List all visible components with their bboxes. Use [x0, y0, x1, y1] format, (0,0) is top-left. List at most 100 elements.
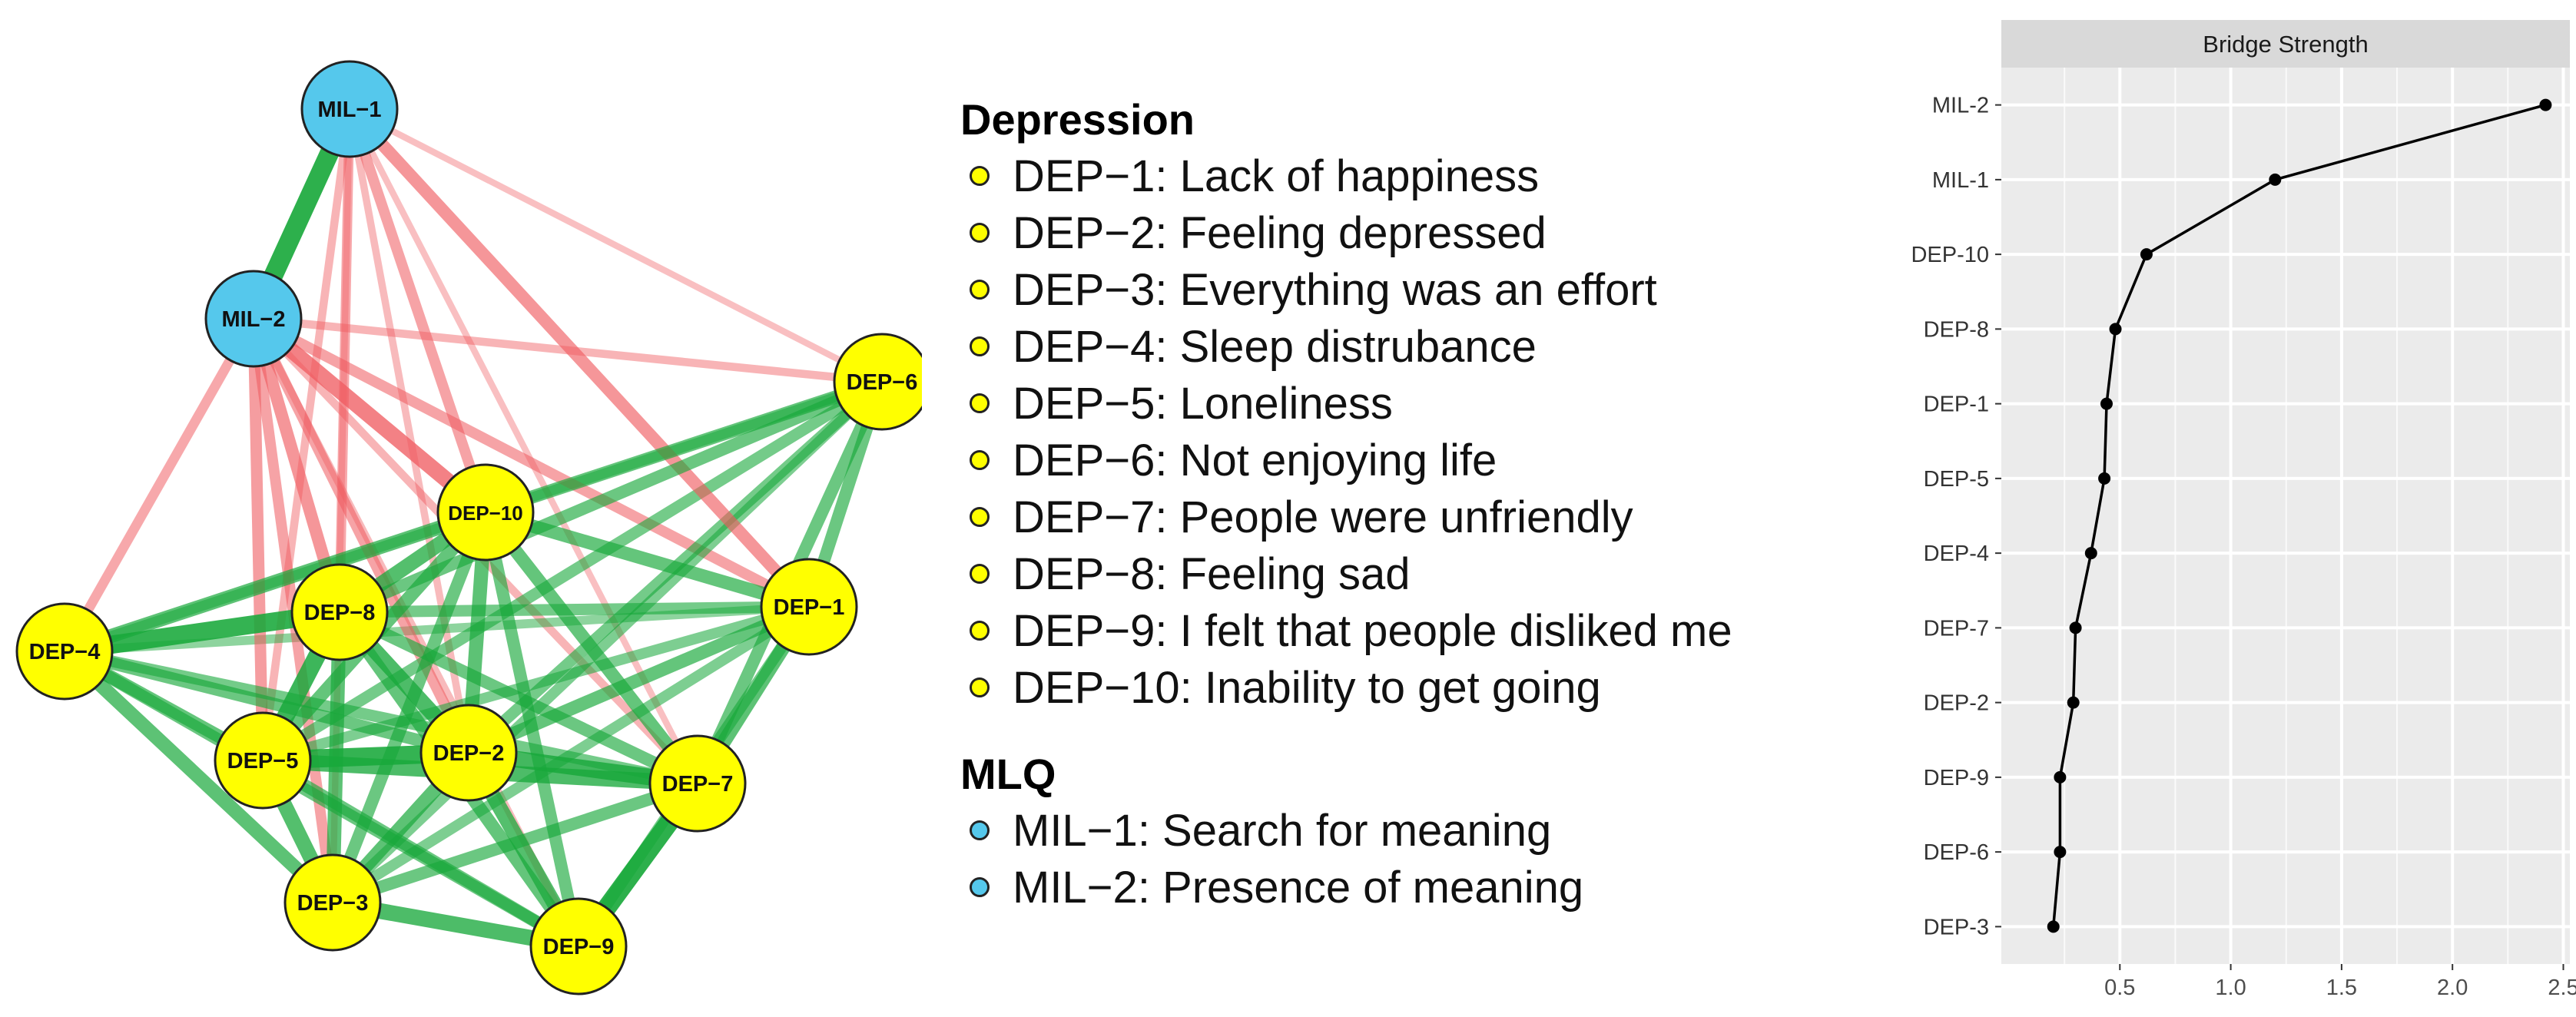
x-tick-label: 1.0: [2215, 976, 2246, 1000]
node-dep-1: DEP−1: [760, 558, 858, 656]
node-circle: [833, 333, 922, 431]
node-dep-2: DEP−2: [419, 704, 518, 802]
node-dep-9: DEP−9: [529, 897, 628, 995]
data-point-dep-7: [2069, 621, 2082, 634]
node-circle: [283, 853, 382, 952]
depression-legend-item: DEP−1: Lack of happiness: [960, 147, 1805, 204]
node-label: MIL−1: [318, 98, 382, 122]
node-dep-3: DEP−3: [283, 853, 382, 952]
node-circle: [290, 563, 389, 661]
legend-label: DEP−1: Lack of happiness: [1013, 151, 1540, 201]
node-label: DEP−10: [448, 502, 523, 525]
y-tick-label: MIL-1: [1932, 168, 1989, 193]
edge-dep-8-dep-1: [333, 601, 815, 618]
legend-label: DEP−8: Feeling sad: [1013, 548, 1411, 599]
axes: MIL-2MIL-1DEP-10DEP-8DEP-1DEP-5DEP-4DEP-…: [1911, 94, 2576, 1000]
data-point-dep-10: [2140, 248, 2153, 261]
depression-legend-item: DEP−3: Everything was an effort: [960, 261, 1805, 318]
node-label: DEP−4: [29, 640, 101, 664]
strip-header: [2001, 20, 2570, 68]
edge-mil-2-dep-1: [248, 313, 814, 612]
node-label: DEP−8: [304, 601, 376, 625]
edge-mil-1-dep-6: [346, 105, 886, 386]
y-tick-label: DEP-10: [1911, 243, 1989, 267]
legend-marker: [970, 166, 990, 186]
data-point-dep-3: [2047, 920, 2060, 933]
network-graph-canvas: MIL−1MIL−2DEP−6DEP−10DEP−1DEP−8DEP−4DEP−…: [15, 60, 922, 995]
legend-label: DEP−7: People were unfriendly: [1013, 492, 1633, 542]
node-circle: [15, 602, 114, 701]
data-point-mil-1: [2269, 173, 2282, 186]
edge-dep-3-dep-4: [57, 644, 340, 910]
y-tick-label: DEP-3: [1924, 915, 1989, 939]
legend-marker: [970, 393, 990, 413]
x-tick-label: 0.5: [2104, 976, 2135, 1000]
depression-legend-item: DEP−9: I felt that people disliked me: [960, 602, 1805, 659]
edge-mil-1-dep-10: [344, 104, 491, 518]
node-label: DEP−3: [297, 891, 369, 916]
node-circle: [204, 270, 303, 368]
legend-label: DEP−2: Feeling depressed: [1013, 207, 1547, 258]
legend-marker: [970, 820, 990, 840]
legend-marker: [970, 223, 990, 243]
edge-mil-1-dep-7: [346, 105, 701, 787]
node-circle: [300, 60, 399, 158]
mlq-legend-item: MIL−2: Presence of meaning: [960, 859, 1805, 916]
edge-dep-10-dep-1: [479, 505, 816, 614]
depression-legend-item: DEP−4: Sleep distrubance: [960, 318, 1805, 375]
legend-label: MIL−2: Presence of meaning: [1013, 862, 1584, 913]
node-dep-6: DEP−6: [833, 333, 922, 431]
y-tick-label: DEP-9: [1924, 766, 1989, 790]
data-point-mil-2: [2539, 98, 2552, 111]
legend-label: DEP−5: Loneliness: [1013, 378, 1393, 429]
edge-dep-5-dep-1: [257, 601, 814, 766]
grid-lines: [2001, 68, 2570, 964]
node-dep-10: DEP−10: [436, 463, 535, 562]
data-point-dep-8: [2109, 323, 2122, 336]
y-tick-label: DEP-8: [1924, 317, 1989, 342]
y-tick-label: DEP-1: [1924, 393, 1989, 417]
edge-dep-5-dep-6: [257, 376, 888, 767]
node-circle: [760, 558, 858, 656]
node-label: DEP−1: [774, 595, 845, 620]
legend-title-depression: Depression: [960, 95, 1195, 144]
data-point-dep-4: [2084, 547, 2097, 560]
node-label: DEP−7: [662, 772, 734, 797]
edge-dep-8-dep-7: [333, 605, 705, 790]
y-tick-label: DEP-4: [1924, 542, 1989, 566]
node-label: DEP−2: [433, 741, 505, 766]
depression-legend-item: DEP−7: People were unfriendly: [960, 489, 1805, 545]
node-dep-8: DEP−8: [290, 563, 389, 661]
node-circle: [529, 897, 628, 995]
edge-mil-2-dep-4: [59, 313, 259, 657]
node-mil-1: MIL−1: [300, 60, 399, 158]
edge-dep-7-dep-10: [479, 505, 705, 790]
data-point-dep-2: [2067, 696, 2080, 709]
legend-marker: [970, 450, 990, 470]
data-point-dep-9: [2054, 770, 2067, 783]
legend-label: MIL−1: Search for meaning: [1013, 805, 1552, 856]
y-tick-label: MIL-2: [1932, 94, 1989, 118]
bridge-strength-canvas: Bridge Strength MIL-2MIL-1DEP-10DEP-8DEP…: [1911, 20, 2576, 1000]
series-line: [2047, 98, 2552, 933]
edge-dep-2-dep-1: [462, 600, 816, 760]
legend-marker: [970, 336, 990, 356]
legend-marker: [970, 564, 990, 584]
data-point-dep-6: [2054, 846, 2067, 859]
legend-marker: [970, 507, 990, 527]
legend-marker: [970, 621, 990, 641]
node-label: DEP−5: [227, 749, 299, 774]
node-dep-7: DEP−7: [648, 734, 747, 833]
legend-marker: [970, 280, 990, 300]
y-tick-label: DEP-6: [1924, 840, 1989, 865]
node-dep-5: DEP−5: [214, 711, 312, 810]
edge-dep-10-dep-6: [479, 375, 889, 519]
legend-label: DEP−6: Not enjoying life: [1013, 435, 1497, 485]
x-tick-label: 2.5: [2548, 976, 2576, 1000]
node-label: DEP−6: [847, 370, 918, 395]
legend-label: DEP−4: Sleep distrubance: [1013, 321, 1537, 372]
mlq-legend-item: MIL−1: Search for meaning: [960, 802, 1805, 859]
legend-marker: [970, 677, 990, 697]
